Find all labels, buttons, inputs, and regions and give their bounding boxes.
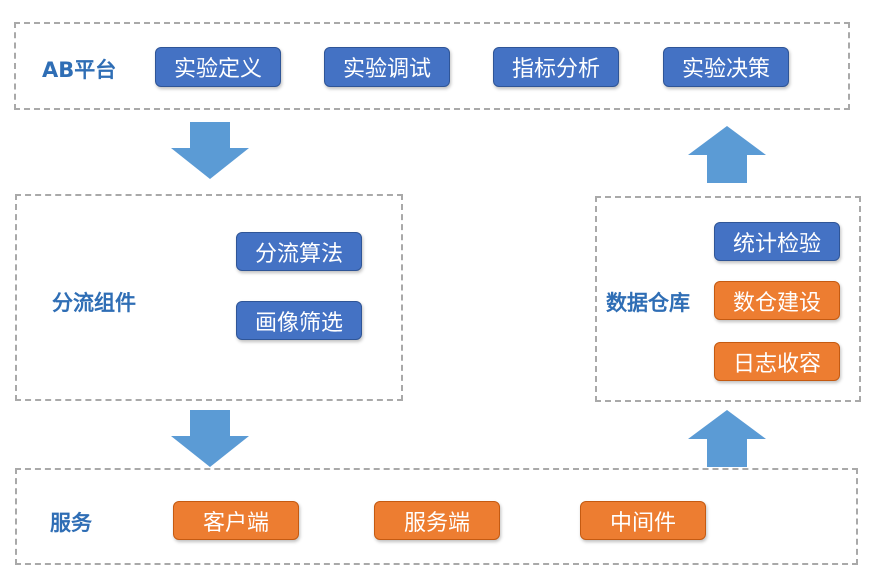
arrow-up-icon (688, 410, 766, 467)
ab-platform-panel (14, 22, 850, 110)
experiment-debug-button[interactable]: 实验调试 (324, 47, 450, 87)
metric-analysis-button[interactable]: 指标分析 (493, 47, 619, 87)
warehouse-build-button[interactable]: 数仓建设 (714, 281, 840, 320)
arrow-up-icon (688, 126, 766, 183)
split-algorithm-button[interactable]: 分流算法 (236, 232, 362, 271)
experiment-define-button[interactable]: 实验定义 (155, 47, 281, 87)
profile-filter-button[interactable]: 画像筛选 (236, 301, 362, 340)
splitter-title: 分流组件 (52, 291, 136, 315)
arrow-down-icon (171, 122, 249, 179)
middleware-button[interactable]: 中间件 (580, 501, 706, 540)
server-button[interactable]: 服务端 (374, 501, 500, 540)
service-panel (15, 468, 858, 565)
warehouse-title: 数据仓库 (606, 291, 690, 315)
experiment-decision-button[interactable]: 实验决策 (663, 47, 789, 87)
client-button[interactable]: 客户端 (173, 501, 299, 540)
service-title: 服务 (50, 511, 92, 535)
statistical-test-button[interactable]: 统计检验 (714, 222, 840, 261)
warehouse-panel (595, 196, 861, 402)
splitter-panel (15, 194, 403, 401)
arrow-down-icon (171, 410, 249, 467)
log-collection-button[interactable]: 日志收容 (714, 342, 840, 381)
ab-platform-title: AB平台 (42, 58, 117, 82)
